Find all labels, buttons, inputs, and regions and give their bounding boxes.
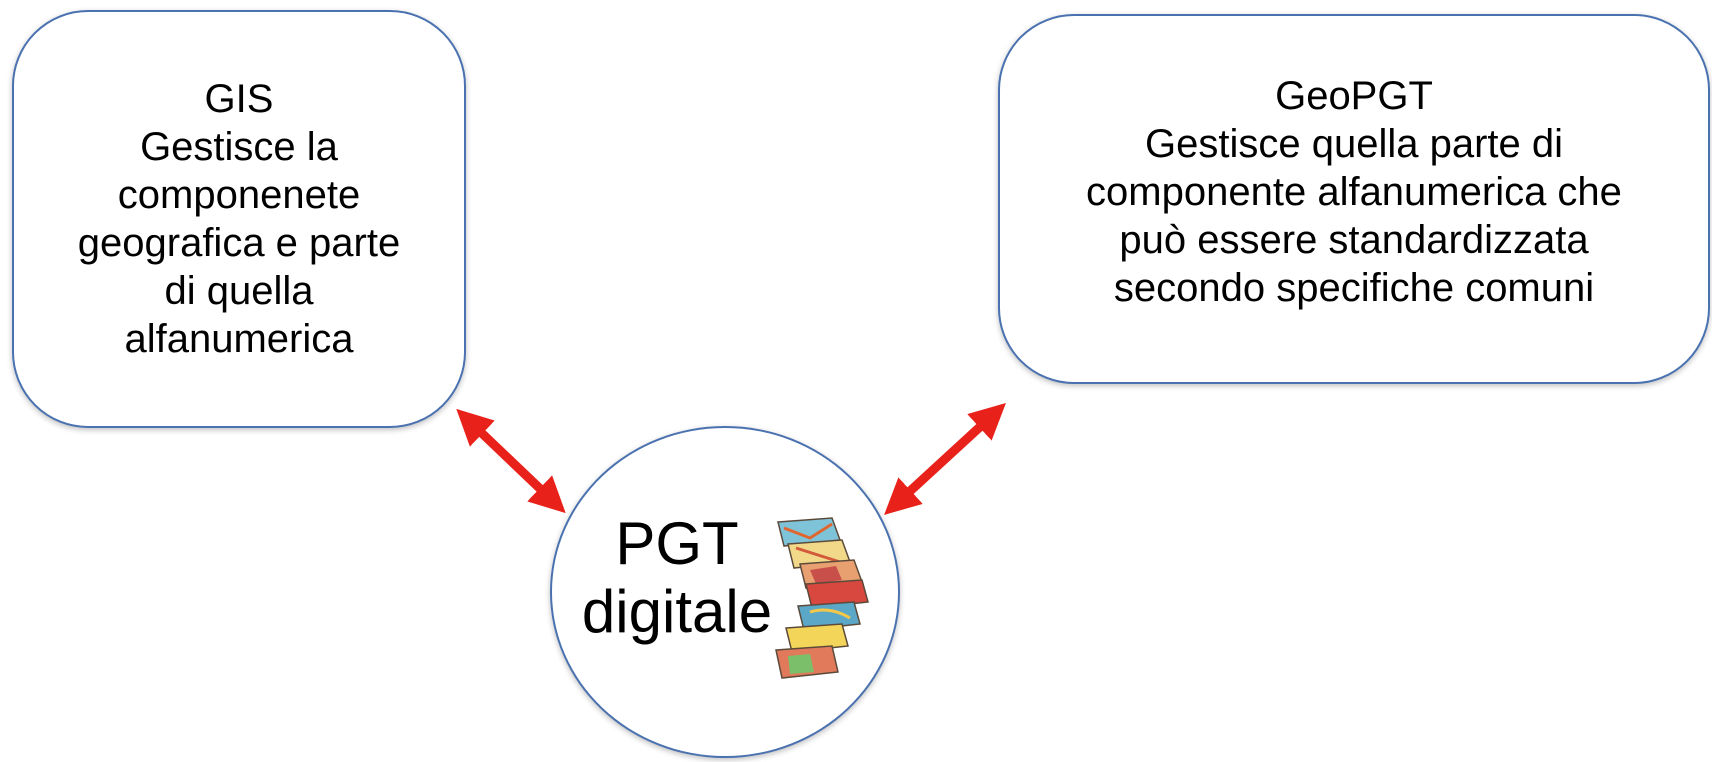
gis-box-line: alfanumerica xyxy=(124,317,354,361)
pgt-digitale-circle: PGT digitale xyxy=(550,426,900,758)
gis-to-pgt-arrow xyxy=(456,408,566,514)
geopgt-box: GeoPGT Gestisce quella parte di componen… xyxy=(998,14,1710,384)
geopgt-box-line: può essere standardizzata xyxy=(1119,218,1589,262)
geopgt-box-title: GeoPGT xyxy=(1275,74,1433,118)
geopgt-box-line: secondo specifiche comuni xyxy=(1113,266,1595,310)
geopgt-box-line: componente alfanumerica che xyxy=(1086,170,1622,214)
gis-box-line: geografica e parte xyxy=(77,221,401,265)
geopgt-to-pgt-arrow xyxy=(884,403,1006,515)
center-label-line: PGT xyxy=(615,510,739,577)
gis-box-title: GIS xyxy=(204,77,274,121)
map-layers-icon xyxy=(775,517,869,679)
gis-box-line: di quella xyxy=(164,269,314,313)
gis-box: GIS Gestisce la componenete geografica e… xyxy=(12,10,466,428)
center-label-line: digitale xyxy=(581,578,773,645)
geopgt-box-line: Gestisce quella parte di xyxy=(1144,122,1563,166)
gis-box-line: componenete xyxy=(117,173,361,217)
gis-box-line: Gestisce la xyxy=(140,125,338,169)
pgt-digitale-label: PGT digitale xyxy=(572,510,782,646)
